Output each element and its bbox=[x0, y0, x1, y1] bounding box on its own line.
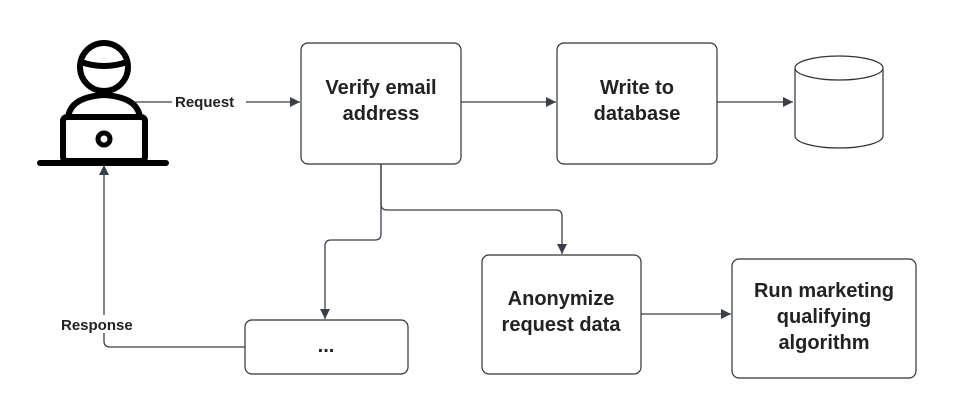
marketing-label-line3: algorithm bbox=[778, 332, 869, 354]
verify-email-label-line2: address bbox=[343, 103, 420, 125]
edge-verify-to-ellipsis bbox=[320, 164, 382, 319]
request-label: Request bbox=[175, 94, 234, 111]
response-label: Response bbox=[61, 317, 133, 334]
verify-email-label-line1: Verify email bbox=[325, 77, 436, 99]
write-database-label-line2: database bbox=[594, 103, 681, 125]
database-cylinder-icon bbox=[794, 55, 884, 149]
write-database-label-line1: Write to bbox=[600, 77, 674, 99]
request-label-bg bbox=[172, 92, 246, 110]
marketing-label-line2: qualifying bbox=[777, 306, 871, 328]
response-label-bg bbox=[58, 315, 148, 333]
edge-verify-to-anonymize bbox=[380, 164, 567, 254]
marketing-node: Run marketing qualifying algorithm bbox=[731, 258, 917, 379]
edges bbox=[99, 97, 793, 348]
ellipsis-label: ... bbox=[318, 335, 335, 357]
write-database-node: Write to database bbox=[556, 42, 718, 165]
ellipsis-node: ... bbox=[244, 319, 409, 375]
user-at-laptop-icon bbox=[37, 40, 169, 166]
verify-email-node: Verify email address bbox=[300, 42, 462, 165]
anonymize-node: Anonymize request data bbox=[481, 254, 642, 375]
anonymize-label-line2: request data bbox=[502, 314, 622, 336]
anonymize-label-line1: Anonymize bbox=[508, 288, 615, 310]
edge-response bbox=[99, 165, 245, 348]
marketing-label-line1: Run marketing bbox=[754, 280, 894, 302]
